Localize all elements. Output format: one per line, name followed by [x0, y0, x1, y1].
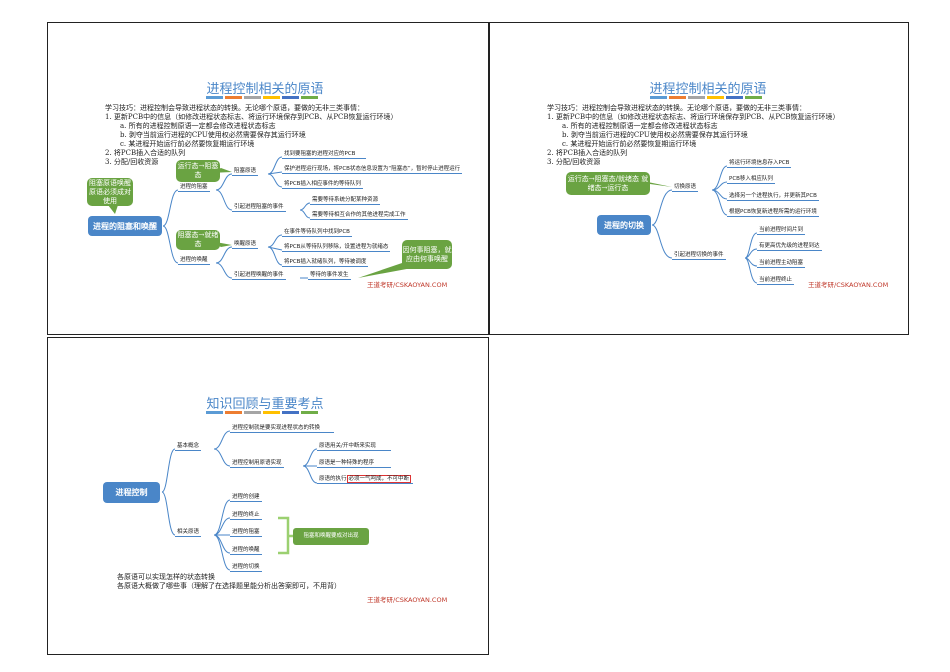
tip-line: b. 剥夺当前运行进程的CPU使用权必然需要保存其运行环境: [562, 131, 748, 139]
watermark: 王道考研/CSKAOYAN.COM: [367, 281, 448, 289]
pair-note: 阻塞和唤醒要成对出现: [293, 528, 369, 545]
node-item[interactable]: 进程的终止: [230, 512, 262, 520]
tip-line: c. 某进程开始运行前必然要恢复期运行环境: [120, 140, 255, 148]
tip-line: 3. 分配/回收资源: [105, 158, 159, 166]
slide-2: [489, 22, 909, 335]
node-block-primitive[interactable]: 阻塞原语: [232, 168, 259, 176]
slide2-title: 进程控制相关的原语: [649, 82, 767, 97]
root-node[interactable]: 进程的切换: [597, 215, 651, 235]
node-event[interactable]: 需要等待相互合作的其他进程完成工作: [310, 212, 408, 220]
node-item[interactable]: 进程的创建: [230, 494, 262, 502]
watermark: 王道考研/CSKAOYAN.COM: [367, 596, 448, 604]
tip-line: 1. 更新PCB中的信息（如修改进程状态标志、将运行环境保存到PCB、从PCB恢…: [547, 113, 840, 121]
node-step[interactable]: 将PCB插入就绪队列，等待被调度: [282, 259, 369, 267]
node-block-event[interactable]: 引起进程阻塞的事件: [232, 204, 286, 212]
color-bars: [206, 96, 318, 99]
node-step[interactable]: 根据PCB恢复新进程所需的运行环境: [727, 209, 819, 217]
item-prefix: 原语的执行: [319, 476, 347, 482]
node-item[interactable]: 进程的阻塞: [230, 529, 262, 537]
node-item[interactable]: 原语用关/开中断来实现: [317, 441, 391, 451]
node-basic-1[interactable]: 进程控制就是要实现进程状态的转换: [230, 423, 334, 433]
tip-line: 2. 将PCB插入合适的队列: [547, 149, 628, 157]
node-wake-event[interactable]: 引起进程唤醒的事件: [232, 272, 286, 280]
slide1-title: 进程控制相关的原语: [206, 82, 324, 97]
callout-bubble: 因何事阻塞，就应由何事唤醒: [402, 240, 452, 269]
node-switch-primitive[interactable]: 切换原语: [672, 184, 699, 192]
node-step[interactable]: 将PCB插入相应事件的等待队列: [282, 181, 363, 189]
node-step[interactable]: PCB移入相应队列: [727, 176, 775, 184]
root-node[interactable]: 进程的阻塞和唤醒: [88, 216, 162, 236]
callout-bubble: 阻塞原语唤醒原语必须成对使用: [87, 178, 133, 206]
node-step[interactable]: 找到要阻塞的进程对应的PCB: [282, 149, 366, 159]
tip-line: b. 剥夺当前运行进程的CPU使用权必然需要保存其运行环境: [120, 131, 306, 139]
node-event[interactable]: 需要等待系统分配某种资源: [310, 197, 381, 205]
color-bars: [650, 96, 762, 99]
node-event[interactable]: 当前进程主动阻塞: [757, 260, 806, 268]
note-line: 各原语大概做了哪些事（理解了在选择题里能分析出答案即可，不用背）: [117, 582, 341, 590]
node-event[interactable]: 当前进程时间片到: [757, 227, 806, 235]
node-event[interactable]: 当前进程终止: [757, 277, 795, 285]
tip-line: 1. 更新PCB中的信息（如修改进程状态标志、将运行环境保存到PCB、从PCB恢…: [105, 113, 398, 121]
node-item[interactable]: 原语是一种特殊的程序: [317, 458, 391, 468]
watermark: 王道考研/CSKAOYAN.COM: [808, 281, 889, 289]
slide3-title: 知识回顾与重要考点: [206, 397, 324, 412]
tip-line: a. 所有的进程控制原语一定都会修改进程状态标志: [562, 122, 718, 130]
tip-line: c. 某进程开始运行前必然要恢复期运行环境: [562, 140, 697, 148]
root-node[interactable]: 进程控制: [103, 482, 160, 503]
highlight-box: 必须一气呵成，不可中断: [346, 475, 412, 483]
tip-line: a. 所有的进程控制原语一定都会修改进程状态标志: [120, 122, 276, 130]
note-line: 各原语可以实现怎样的状态转换: [117, 573, 215, 581]
node-step[interactable]: 在事件等待队列中找到PCB: [282, 229, 352, 237]
node-step[interactable]: 保护进程运行现场，将PCB状态信息设置为“阻塞态”，暂时停止进程运行: [282, 166, 463, 174]
callout-bubble: 阻塞态→就绪态: [176, 230, 220, 250]
tip-line: 2. 将PCB插入合适的队列: [105, 149, 186, 157]
tip-line: 3. 分配/回收资源: [547, 158, 601, 166]
node-item[interactable]: 进程的唤醒: [230, 547, 262, 555]
node-wake[interactable]: 进程的唤醒: [178, 257, 210, 265]
tip-line: 学习技巧：进程控制会导致进程状态的转换。无论哪个原语，要做的无非三类事情：: [105, 104, 364, 112]
node-block[interactable]: 进程的阻塞: [178, 184, 210, 192]
tip-line: 学习技巧：进程控制会导致进程状态的转换。无论哪个原语，要做的无非三类事情：: [547, 104, 806, 112]
node-step[interactable]: 将PCB从等待队列移除，设置进程为就绪态: [282, 244, 391, 252]
node-step[interactable]: 将运行环境信息存入PCB: [727, 160, 792, 168]
node-item[interactable]: 进程的切换: [230, 564, 262, 572]
node-event[interactable]: 等待的事件发生: [308, 272, 351, 280]
callout-bubble: 运行态→阻塞态/就绪态 就绪态→运行态: [566, 172, 650, 195]
node-switch-event[interactable]: 引起进程切换的事件: [672, 252, 726, 260]
node-event[interactable]: 有更高优先级的进程到达: [757, 243, 822, 251]
node-item[interactable]: 原语的执行必须一气呵成，不可中断: [317, 474, 414, 484]
callout-bubble: 运行态→阻塞态: [176, 160, 220, 182]
node-wake-primitive[interactable]: 唤醒原语: [232, 241, 259, 249]
node-related[interactable]: 相关原语: [175, 529, 202, 537]
color-bars: [206, 411, 318, 414]
node-step[interactable]: 选择另一个进程执行，并更新其PCB: [727, 193, 819, 201]
node-basic-2[interactable]: 进程控制用原语实现: [230, 460, 284, 468]
node-basic[interactable]: 基本概念: [175, 443, 202, 451]
